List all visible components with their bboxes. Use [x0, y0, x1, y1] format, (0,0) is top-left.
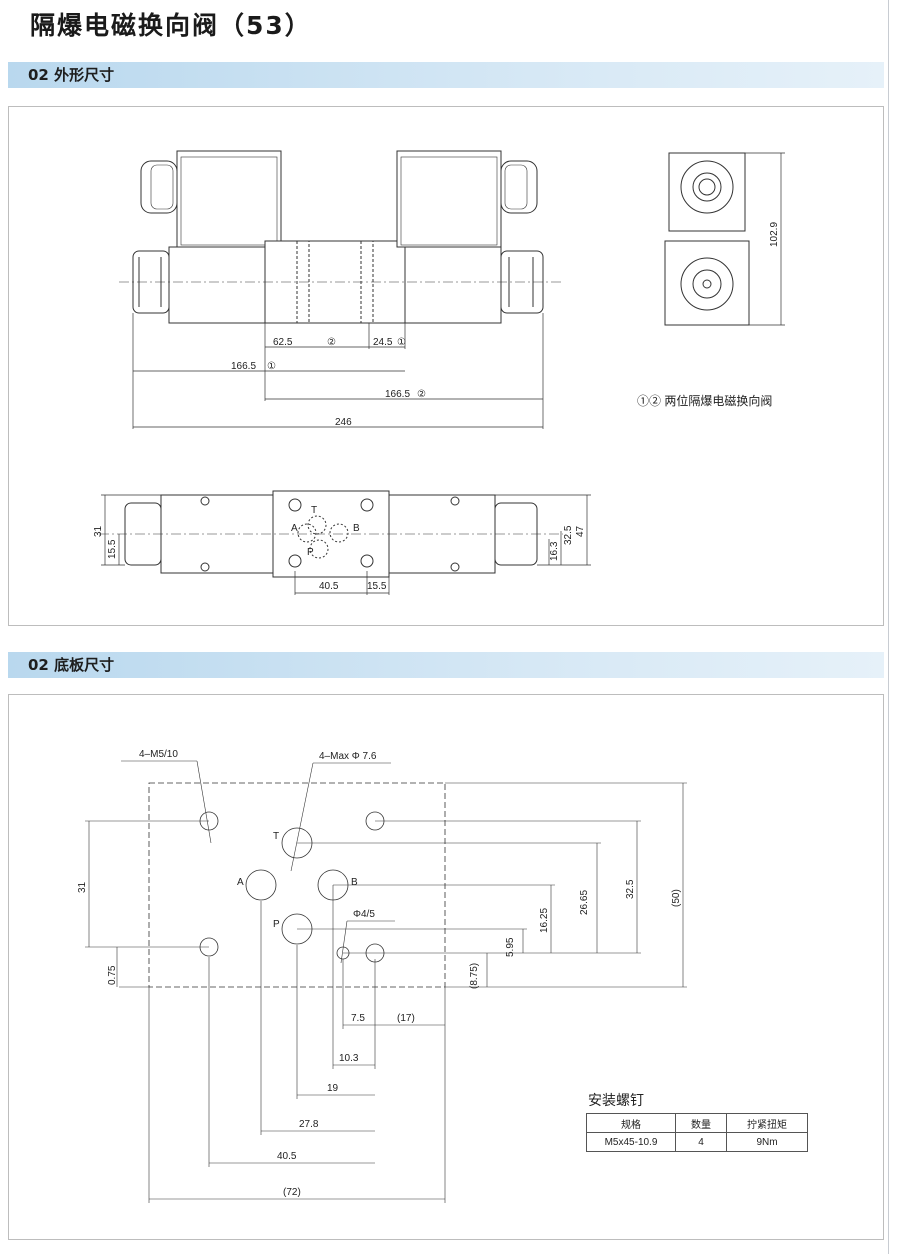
baseplate-drawing-panel: 4–M5/10 4–Max Φ 7.6 Φ4/5 T A B P 31 0.75… [8, 694, 884, 1240]
dim-15-5-b: 15.5 [367, 581, 387, 592]
screw-header-torque: 拧紧扭矩 [726, 1113, 808, 1133]
bp-dim-7-5: 7.5 [351, 1013, 365, 1024]
port-label-t: T [311, 505, 317, 516]
page-edge-rule [888, 0, 889, 1254]
section-outline-dimensions: 02 外形尺寸 [8, 62, 884, 88]
bp-dim-40-5: 40.5 [277, 1151, 297, 1162]
screw-torque: 9Nm [726, 1132, 808, 1152]
port-label-a: A [291, 523, 298, 534]
screw-header-spec: 规格 [586, 1113, 676, 1133]
outline-drawing: 62.5 ② 24.5 ① 166.5 ① 166.5 ② 246 102.9 … [93, 150, 785, 595]
bp-dim-26-65: 26.65 [579, 890, 590, 915]
bp-dim-32-5: 32.5 [625, 879, 636, 899]
front-view [119, 150, 561, 324]
dim-24-5: 24.5 [373, 337, 393, 348]
dim-16-3: 16.3 [549, 541, 560, 561]
port-label-p: P [307, 547, 314, 558]
dim-40-5: 40.5 [319, 581, 339, 592]
bp-port-label-a: A [237, 877, 244, 888]
dim-47: 47 [575, 525, 586, 537]
bp-dim-0-75: 0.75 [107, 965, 118, 985]
top-view [99, 490, 563, 578]
callout-hole: 4–Max Φ 7.6 [319, 751, 377, 762]
bp-dim-72: (72) [283, 1187, 301, 1198]
bp-dim-19: 19 [327, 1083, 339, 1094]
dim-102-9: 102.9 [769, 222, 780, 247]
bp-dim-27-8: 27.8 [299, 1119, 319, 1130]
screw-spec: M5x45-10.9 [586, 1132, 676, 1152]
bp-dim-5-95: 5.95 [505, 937, 516, 957]
marker-2b: ② [417, 389, 426, 400]
dim-32-5: 32.5 [563, 525, 574, 545]
screw-table-title: 安装螺钉 [588, 1093, 644, 1109]
screw-qty: 4 [675, 1132, 727, 1152]
bp-dim-17: (17) [397, 1013, 415, 1024]
dim-166-5-a: 166.5 [231, 361, 256, 372]
marker-1: ① [397, 337, 406, 348]
outline-drawing-panel: 62.5 ② 24.5 ① 166.5 ① 166.5 ② 246 102.9 … [8, 106, 884, 626]
screw-table-header-row: 规格 数量 拧紧扭矩 [586, 1113, 808, 1133]
callout-pin: Φ4/5 [353, 909, 375, 920]
marker-1b: ① [267, 361, 276, 372]
callout-thread: 4–M5/10 [139, 749, 178, 760]
baseplate-drawing: 4–M5/10 4–Max Φ 7.6 Φ4/5 T A B P 31 0.75… [77, 749, 687, 1203]
bp-port-label-b: B [351, 877, 358, 888]
dim-166-5-b: 166.5 [385, 389, 410, 400]
bp-dim-8-75: (8.75) [469, 963, 480, 989]
page-title: 隔爆电磁换向阀（53） [30, 11, 312, 40]
valve-note: ①② 两位隔爆电磁换向阀 [637, 393, 772, 408]
section-baseplate-dimensions: 02 底板尺寸 [8, 652, 884, 678]
dim-62-5: 62.5 [273, 337, 293, 348]
bp-port-label-p: P [273, 919, 280, 930]
bp-port-label-t: T [273, 831, 279, 842]
marker-2: ② [327, 337, 336, 348]
screw-table: 规格 数量 拧紧扭矩 M5x45-10.9 4 9Nm [586, 1113, 808, 1152]
port-label-b: B [353, 523, 360, 534]
port-a-hole [245, 869, 277, 901]
screw-table-row: M5x45-10.9 4 9Nm [586, 1132, 808, 1152]
bp-dim-50: (50) [671, 889, 682, 907]
side-view [664, 152, 785, 326]
dim-15-5: 15.5 [107, 539, 118, 559]
bp-dim-31: 31 [77, 881, 88, 893]
screw-header-qty: 数量 [675, 1113, 727, 1133]
dim-246: 246 [335, 417, 352, 428]
bp-dim-10-3: 10.3 [339, 1053, 359, 1064]
bp-dim-16-25: 16.25 [539, 908, 550, 933]
dim-31: 31 [93, 525, 104, 537]
